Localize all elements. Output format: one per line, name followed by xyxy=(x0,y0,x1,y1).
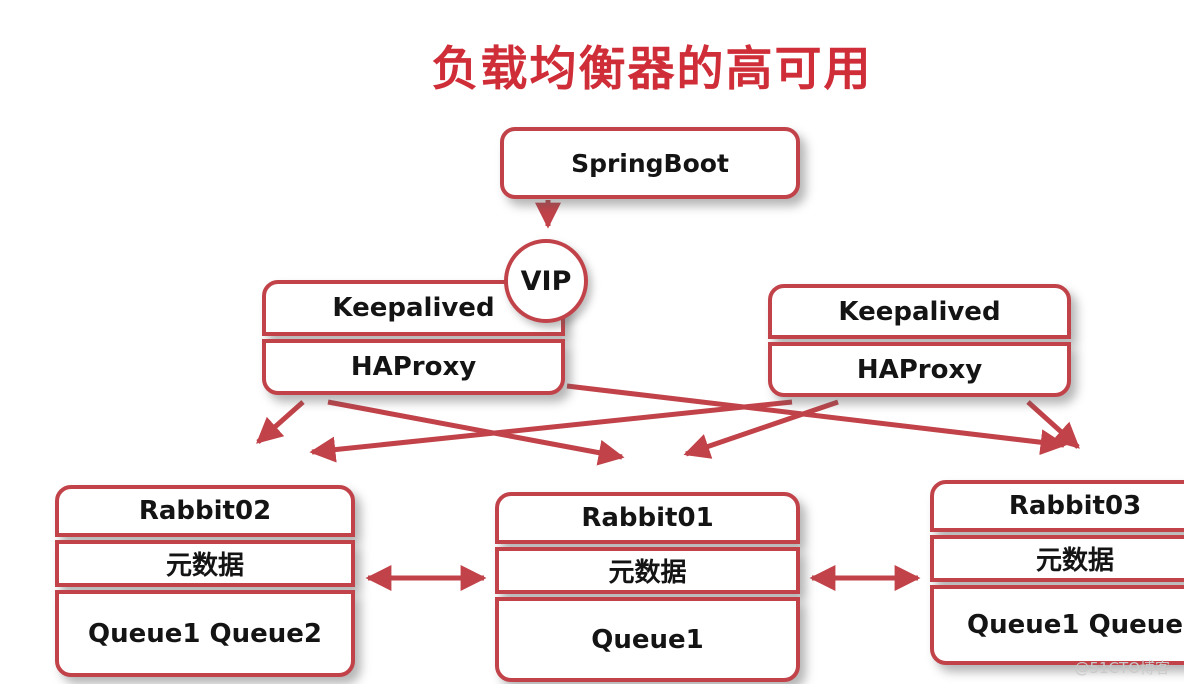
lb-right-haproxy-label: HAProxy xyxy=(768,342,1071,397)
arrow-lbleft-to-rabbit02 xyxy=(256,400,305,444)
node-vip: VIP xyxy=(504,239,588,323)
rabbit03-name-label: Rabbit03 xyxy=(930,480,1184,532)
diagram-title: 负载均衡器的高可用 xyxy=(431,42,873,97)
rabbit03-metadata-label: 元数据 xyxy=(930,535,1184,582)
lb-left-keepalived-label: Keepalived xyxy=(262,280,565,336)
arrow-lbleft-to-rabbit03 xyxy=(566,383,1067,456)
rabbit01-name-label: Rabbit01 xyxy=(495,492,800,544)
node-loadbalancer-right: Keepalived HAProxy xyxy=(768,284,1071,397)
rabbit02-name-label: Rabbit02 xyxy=(55,485,355,537)
lb-left-haproxy-label: HAProxy xyxy=(262,339,565,395)
rabbit01-metadata-label: 元数据 xyxy=(495,547,800,594)
arrow-lbleft-to-rabbit01 xyxy=(327,399,625,466)
arrow-lbright-to-rabbit03 xyxy=(1026,400,1080,449)
watermark: @51CTO博客 xyxy=(1074,659,1170,677)
node-rabbit02: Rabbit02 元数据 Queue1 Queue2 xyxy=(55,485,355,677)
node-loadbalancer-left: Keepalived HAProxy xyxy=(262,280,565,395)
springboot-label: SpringBoot xyxy=(500,127,800,199)
arrow-lbright-to-rabbit01 xyxy=(683,399,839,459)
rabbit03-queues-label: Queue1 Queue xyxy=(930,585,1184,665)
node-rabbit01: Rabbit01 元数据 Queue1 xyxy=(495,492,800,682)
arrow-lbright-to-rabbit02 xyxy=(309,399,793,463)
rabbit02-queues-label: Queue1 Queue2 xyxy=(55,590,355,677)
node-springboot: SpringBoot xyxy=(500,127,800,199)
rabbit02-metadata-label: 元数据 xyxy=(55,540,355,587)
lb-right-keepalived-label: Keepalived xyxy=(768,284,1071,339)
rabbit01-queues-label: Queue1 xyxy=(495,597,800,682)
node-rabbit03: Rabbit03 元数据 Queue1 Queue xyxy=(930,480,1184,665)
